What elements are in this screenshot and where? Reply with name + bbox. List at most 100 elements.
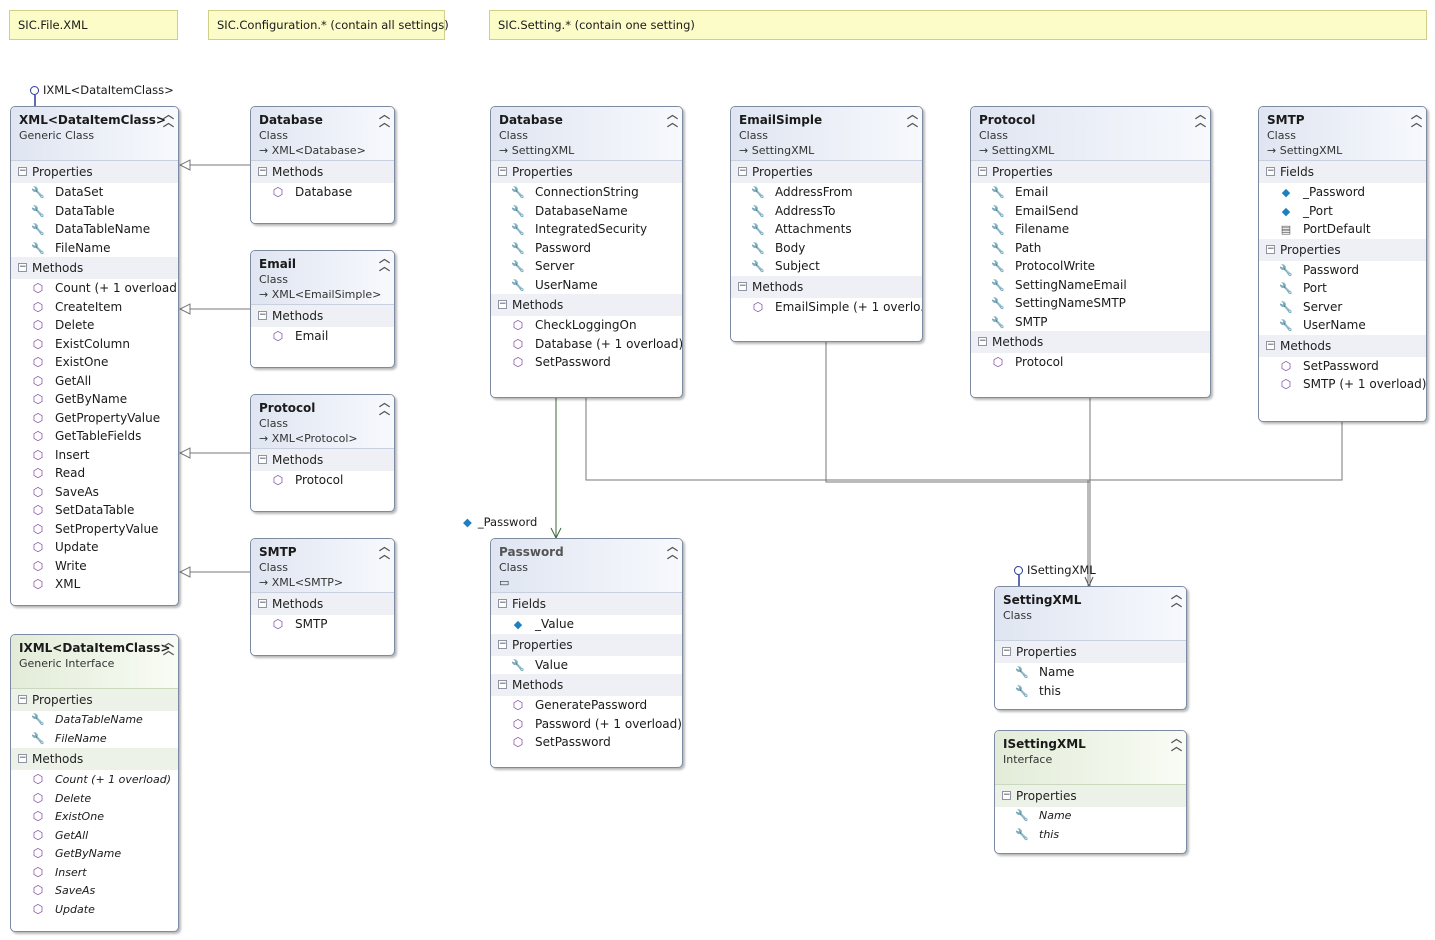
collapse-chevron-icon[interactable]: ︿︿ (907, 108, 918, 129)
section-properties[interactable]: −Properties (995, 641, 1186, 663)
member-getbyname[interactable]: ⬡GetByName (11, 390, 178, 409)
collapse-toggle-icon[interactable]: − (18, 753, 27, 763)
collapse-chevron-icon[interactable]: ︿︿ (1195, 108, 1206, 129)
member-smtp-1-overload[interactable]: ⬡SMTP (+ 1 overload) (1259, 375, 1426, 394)
section-properties[interactable]: −Properties (971, 161, 1210, 183)
member-getpropertyvalue[interactable]: ⬡GetPropertyValue (11, 409, 178, 428)
section-methods[interactable]: −Methods (251, 305, 394, 327)
ixml-lollipop[interactable]: IXML<DataItemClass> (30, 83, 174, 97)
member-datatablename[interactable]: 🔧DataTableName (11, 220, 178, 239)
member-setpassword[interactable]: ⬡SetPassword (491, 353, 682, 372)
member-filename[interactable]: 🔧Filename (971, 220, 1210, 239)
collapse-toggle-icon[interactable]: − (258, 166, 267, 176)
collapse-toggle-icon[interactable]: − (978, 166, 987, 176)
member-datatable[interactable]: 🔧DataTable (11, 202, 178, 221)
section-methods[interactable]: −Methods (1259, 334, 1426, 357)
member-count-1-overload[interactable]: ⬡Count (+ 1 overload) (11, 770, 178, 789)
collapse-chevron-icon[interactable]: ︿︿ (379, 252, 390, 273)
collapse-toggle-icon[interactable]: − (738, 280, 747, 291)
section-properties[interactable]: −Properties (11, 689, 178, 711)
member-delete[interactable]: ⬡Delete (11, 789, 178, 808)
member-protocolwrite[interactable]: 🔧ProtocolWrite (971, 257, 1210, 276)
section-properties[interactable]: −Properties (731, 161, 922, 183)
collapse-toggle-icon[interactable]: − (498, 299, 507, 309)
isettingxml-lollipop[interactable]: ISettingXML (1014, 563, 1096, 577)
member-port[interactable]: ◆_Port (1259, 202, 1426, 221)
section-methods[interactable]: −Methods (251, 449, 394, 471)
note-configuration[interactable]: SIC.Configuration.* (contain all setting… (208, 10, 449, 40)
section-properties[interactable]: −Properties (995, 785, 1186, 807)
section-properties[interactable]: −Properties (11, 161, 178, 183)
section-fields[interactable]: −Fields (491, 593, 682, 615)
member-this[interactable]: 🔧this (995, 826, 1186, 845)
collapse-chevron-icon[interactable]: ︿︿ (379, 540, 390, 561)
member-saveas[interactable]: ⬡SaveAs (11, 483, 178, 502)
collapse-chevron-icon[interactable]: ︿︿ (163, 108, 174, 129)
collapse-chevron-icon[interactable]: ︿︿ (667, 108, 678, 129)
member-setpassword[interactable]: ⬡SetPassword (1259, 357, 1426, 376)
member-createitem[interactable]: ⬡CreateItem (11, 298, 178, 317)
member-setdatatable[interactable]: ⬡SetDataTable (11, 501, 178, 520)
member-database-1-overload[interactable]: ⬡Database (+ 1 overload) (491, 335, 682, 354)
member-addressto[interactable]: 🔧AddressTo (731, 202, 922, 221)
member-name[interactable]: 🔧Name (995, 807, 1186, 826)
collapse-toggle-icon[interactable]: − (1266, 339, 1275, 350)
collapse-toggle-icon[interactable]: − (978, 336, 987, 346)
member-username[interactable]: 🔧UserName (491, 276, 682, 295)
collapse-toggle-icon[interactable]: − (1002, 790, 1011, 800)
collapse-toggle-icon[interactable]: − (258, 598, 267, 608)
section-methods[interactable]: −Methods (491, 674, 682, 696)
member-existcolumn[interactable]: ⬡ExistColumn (11, 335, 178, 354)
member-getall[interactable]: ⬡GetAll (11, 826, 178, 845)
section-methods[interactable]: −Methods (11, 748, 178, 770)
collapse-toggle-icon[interactable]: − (498, 679, 507, 689)
collapse-chevron-icon[interactable]: ︿︿ (379, 108, 390, 129)
member-value[interactable]: ◆_Value (491, 615, 682, 634)
member-insert[interactable]: ⬡Insert (11, 446, 178, 465)
member-protocol[interactable]: ⬡Protocol (251, 471, 394, 490)
collapse-chevron-icon[interactable]: ︿︿ (163, 636, 174, 657)
member-subject[interactable]: 🔧Subject (731, 257, 922, 276)
section-properties[interactable]: −Properties (491, 161, 682, 183)
member-password[interactable]: 🔧Password (1259, 261, 1426, 280)
member-portdefault[interactable]: ▤PortDefault (1259, 220, 1426, 239)
collapse-toggle-icon[interactable]: − (18, 694, 27, 704)
member-databasename[interactable]: 🔧DatabaseName (491, 202, 682, 221)
section-methods[interactable]: −Methods (251, 593, 394, 615)
collapse-toggle-icon[interactable]: − (1002, 646, 1011, 656)
member-email[interactable]: ⬡Email (251, 327, 394, 346)
member-datatablename[interactable]: 🔧DataTableName (11, 711, 178, 730)
member-existone[interactable]: ⬡ExistOne (11, 807, 178, 826)
member-path[interactable]: 🔧Path (971, 239, 1210, 258)
collapse-toggle-icon[interactable]: − (498, 598, 507, 608)
collapse-toggle-icon[interactable]: − (1266, 243, 1275, 254)
member-addressfrom[interactable]: 🔧AddressFrom (731, 183, 922, 202)
member-generatepassword[interactable]: ⬡GeneratePassword (491, 696, 682, 715)
member-write[interactable]: ⬡Write (11, 557, 178, 576)
member-database[interactable]: ⬡Database (251, 183, 394, 202)
member-existone[interactable]: ⬡ExistOne (11, 353, 178, 372)
section-methods[interactable]: −Methods (971, 331, 1210, 353)
box-header[interactable]: XML<DataItemClass>Generic Class︿︿ (11, 107, 178, 161)
member-password[interactable]: ◆_Password (1259, 183, 1426, 202)
collapse-toggle-icon[interactable]: − (258, 310, 267, 320)
section-fields[interactable]: −Fields (1259, 161, 1426, 183)
member-insert[interactable]: ⬡Insert (11, 863, 178, 882)
section-methods[interactable]: −Methods (731, 275, 922, 298)
note-setting[interactable]: SIC.Setting.* (contain one setting) (489, 10, 1427, 40)
member-update[interactable]: ⬡Update (11, 538, 178, 557)
member-xml[interactable]: ⬡XML (11, 575, 178, 594)
member-read[interactable]: ⬡Read (11, 464, 178, 483)
member-smtp[interactable]: ⬡SMTP (251, 615, 394, 634)
section-properties[interactable]: −Properties (1259, 238, 1426, 261)
